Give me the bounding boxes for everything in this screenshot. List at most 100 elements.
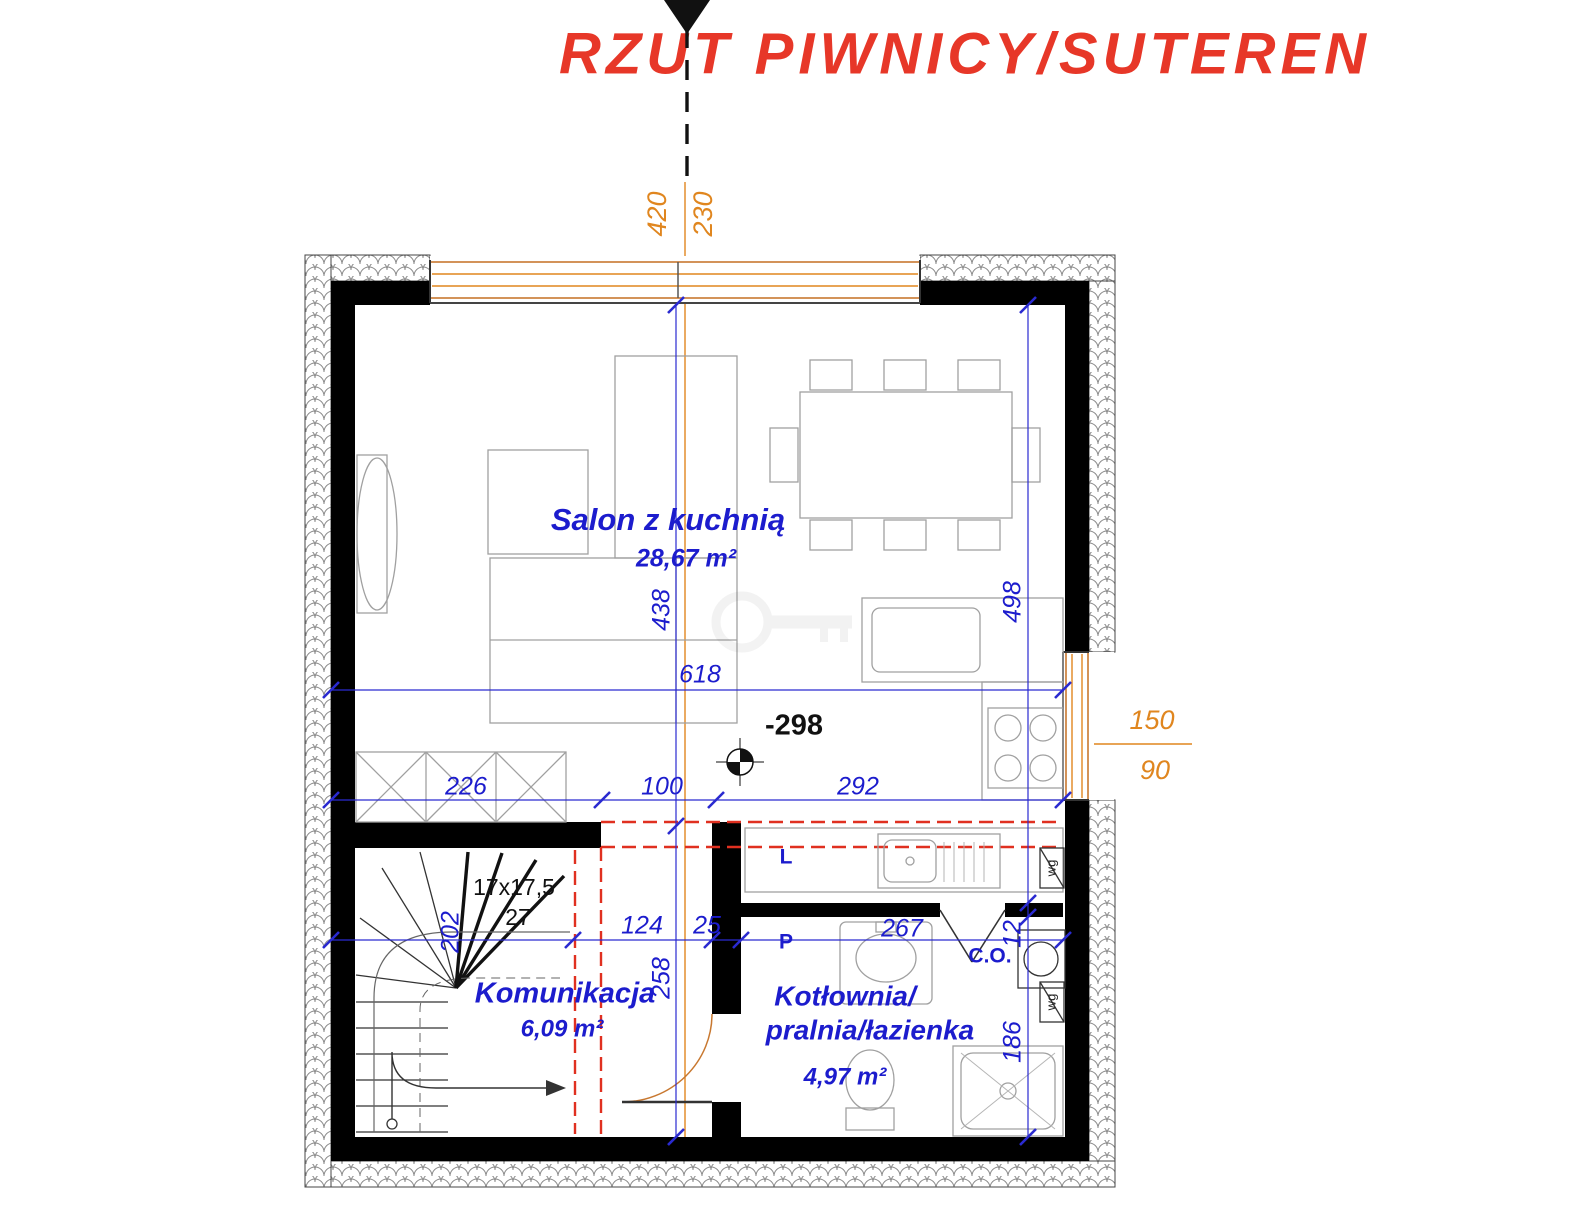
boiler-label-co: C.O. bbox=[968, 945, 1011, 968]
kitchen-sink-unit bbox=[877, 833, 1001, 889]
door-arc-komunikacja bbox=[621, 1013, 713, 1103]
room-area-kotlownia: 4,97 m² bbox=[803, 1063, 888, 1090]
stair-handrail-dashed bbox=[419, 977, 560, 1132]
small-annotations: L P C.O. wg wg bbox=[779, 846, 1058, 1012]
stove-burner bbox=[1029, 714, 1057, 742]
door-label-l: L bbox=[780, 846, 793, 869]
chair bbox=[957, 359, 1001, 391]
tick bbox=[322, 931, 340, 949]
room-label-komunikacja: Komunikacja bbox=[475, 978, 656, 1010]
dim-window-sill: 90 bbox=[1140, 755, 1170, 785]
interior-walls bbox=[355, 822, 1063, 1137]
outer-wall-left bbox=[331, 281, 355, 1161]
axis-marker: 420 230 bbox=[642, 0, 718, 1137]
dim-axis-right: 230 bbox=[688, 191, 718, 237]
shower-diag bbox=[960, 1052, 1056, 1130]
outer-wall-top-left bbox=[331, 281, 430, 305]
outer-wall-right-upper bbox=[1065, 281, 1089, 652]
hatch-right-upper bbox=[1088, 280, 1116, 653]
room-label-salon: Salon z kuchnią bbox=[551, 502, 785, 537]
dim-axis-left: 420 bbox=[642, 191, 672, 236]
stair-handrail bbox=[373, 931, 570, 1132]
shower-tray bbox=[952, 1045, 1064, 1137]
level-value: -298 bbox=[765, 710, 823, 742]
wall-stub-bottom bbox=[712, 1102, 741, 1137]
hatch-bottom bbox=[330, 1160, 1116, 1188]
tick bbox=[1054, 931, 1072, 949]
kitchen-counter-right bbox=[981, 681, 1064, 801]
doors bbox=[621, 909, 1006, 1104]
door-swing-p1 bbox=[939, 909, 973, 963]
cabinet-x bbox=[425, 751, 497, 823]
axis-arrow-icon bbox=[664, 0, 710, 34]
room-label-kotlownia-2: pralnia/łazienka bbox=[765, 1014, 975, 1045]
tick bbox=[564, 931, 582, 949]
vent-label-upper: wg bbox=[1043, 860, 1058, 878]
window-top-opening bbox=[430, 256, 920, 304]
door-swing-p2 bbox=[971, 909, 1006, 963]
stove-burner bbox=[1029, 754, 1057, 782]
toilet-tank bbox=[845, 1107, 895, 1131]
tick bbox=[667, 1128, 685, 1146]
shower-inner bbox=[960, 1052, 1056, 1130]
stove bbox=[987, 707, 1064, 789]
sink-bowl bbox=[883, 839, 937, 883]
tv-cabinet bbox=[356, 454, 388, 614]
stair-winder bbox=[359, 917, 457, 989]
stair-upper-flight bbox=[454, 859, 538, 989]
tick bbox=[322, 791, 340, 809]
wall-kotlownia-top-left bbox=[741, 903, 940, 917]
tick bbox=[1019, 908, 1037, 926]
tick bbox=[707, 791, 725, 809]
vent-line bbox=[1039, 981, 1065, 1023]
outer-wall-top-right bbox=[920, 281, 1089, 305]
cabinet-x bbox=[495, 751, 567, 823]
dim-wall-12: 12 bbox=[999, 920, 1027, 948]
dim-seg-124: 124 bbox=[621, 912, 663, 940]
chair bbox=[769, 427, 799, 483]
stove-burner bbox=[994, 754, 1022, 782]
dim-seg-100: 100 bbox=[641, 773, 683, 801]
cabinet-row bbox=[355, 751, 567, 823]
room-area-salon: 28,67 m² bbox=[635, 545, 737, 573]
dim-seg-226: 226 bbox=[444, 773, 487, 801]
stair-winder bbox=[419, 851, 457, 989]
stair-step-count: 27 bbox=[505, 904, 531, 930]
tick bbox=[1054, 791, 1072, 809]
level-quadrant bbox=[727, 762, 740, 775]
coffee-table bbox=[487, 449, 589, 555]
dim-lower-depth: 258 bbox=[648, 957, 676, 1000]
hatch-left bbox=[304, 254, 332, 1188]
staircase: 17x17,5 27 bbox=[355, 851, 570, 1133]
vent-line bbox=[1039, 847, 1065, 889]
outer-wall-bottom bbox=[331, 1137, 1089, 1161]
co-boiler bbox=[1017, 929, 1066, 989]
stair-upper-flight bbox=[454, 852, 504, 989]
dim-seg-25: 25 bbox=[692, 912, 721, 940]
tick bbox=[1019, 894, 1037, 912]
dim-seg-267: 267 bbox=[880, 915, 924, 943]
chair bbox=[883, 519, 927, 551]
furniture-kotlownia bbox=[744, 827, 1066, 1137]
chair bbox=[1011, 427, 1041, 483]
dim-salon-depth: 438 bbox=[648, 589, 676, 631]
dim-kotlownia-depth: 186 bbox=[999, 1021, 1027, 1063]
wall-salon-stairs bbox=[355, 822, 601, 848]
stair-upper-flight bbox=[454, 851, 470, 989]
window-right bbox=[1062, 651, 1114, 801]
stair-winder bbox=[355, 974, 457, 989]
watermark-key-icon bbox=[711, 591, 852, 653]
tick bbox=[667, 296, 685, 314]
chair bbox=[809, 519, 853, 551]
kitchen-counter-upper bbox=[861, 597, 1064, 683]
dim-seg-292: 292 bbox=[836, 773, 879, 801]
wall-komunikacja-kotlownia bbox=[712, 822, 741, 1014]
furniture-salon bbox=[355, 355, 1064, 823]
dining-table bbox=[799, 391, 1013, 519]
dim-window-width: 150 bbox=[1129, 705, 1174, 735]
room-area-komunikacja: 6,09 m² bbox=[521, 1015, 605, 1042]
dim-interior-width: 618 bbox=[679, 661, 721, 689]
tick bbox=[703, 931, 721, 949]
outer-wall-right-lower bbox=[1065, 800, 1089, 1161]
